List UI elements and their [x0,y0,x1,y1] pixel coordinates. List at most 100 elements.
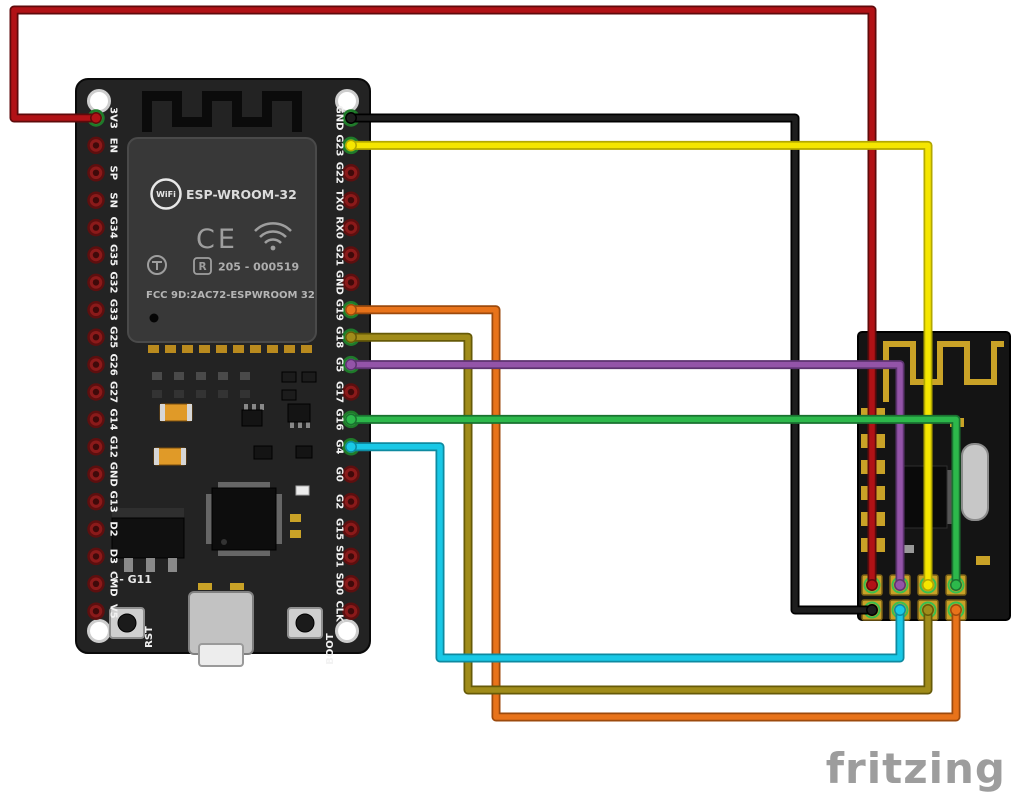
esp32-pin-right-g22[interactable]: G22 [334,162,360,184]
esp32-pin-right-g0[interactable]: G0 [334,465,360,483]
esp32-pin-right-sd0[interactable]: SD0 [334,573,360,596]
pin-label: D3 [108,549,119,564]
wire-end[interactable] [345,112,357,124]
esp32-pin-left-sn[interactable]: SN [87,191,119,209]
boot-button[interactable] [287,607,323,639]
pin-label: TX0 [334,189,345,211]
castellation-pads [148,345,312,353]
mounting-hole [87,89,111,113]
esp32-pin-right-gnd[interactable]: GND [334,270,360,295]
esp32-pin-left-g12[interactable]: G12 [87,436,119,458]
wire-green[interactable] [345,413,962,591]
esp32-pin-left-v5[interactable]: V5 [87,602,119,620]
pin-label: V5 [108,604,119,619]
esp32-pin-left-g32[interactable]: G32 [87,271,119,294]
esp32-pin-left-g13[interactable]: G13 [87,491,119,513]
wire-end[interactable] [866,604,878,616]
esp32-shield: WiFi ESP-WROOM-32 CE R 205 - 000519 FCC … [127,137,317,343]
wire-yellow[interactable] [345,139,934,591]
shield-dot [149,313,159,323]
esp32-pin-right-rx0[interactable]: RX0 [334,216,360,239]
wire-red[interactable] [9,5,878,591]
wire-purple[interactable] [345,358,906,591]
pin-label: EN [108,138,119,153]
wire-end[interactable] [894,579,906,591]
wire-end[interactable] [90,112,102,124]
pin-label: G14 [108,408,119,430]
boot-label: BOOT [325,633,336,665]
pin-label: G19 [334,299,345,321]
wire-end[interactable] [894,604,906,616]
r-mark-box [193,257,212,275]
pin-label: G2 [334,494,345,509]
esp32-pin-left-g35[interactable]: G35 [87,244,119,266]
wire-orange[interactable] [345,303,962,722]
pin-label: G18 [334,326,345,348]
esp32-pin-left-d2[interactable]: D2 [87,520,119,538]
pin-label: SD0 [334,573,345,596]
smd-pad [290,514,301,522]
esp32-pin-right-g15[interactable]: G15 [334,518,360,540]
pin-label: G32 [108,271,119,293]
pin-label: GND [334,270,345,295]
esp32-pin-left-g27[interactable]: G27 [87,381,119,403]
wire-end[interactable] [345,413,357,426]
nrf24-module[interactable] [857,331,1011,621]
wire-olive[interactable] [345,331,934,695]
pin-label: GND [334,106,345,131]
esp32-pin-left-en[interactable]: EN [87,136,119,155]
wire-end[interactable] [866,579,878,591]
wire-end[interactable] [950,579,962,591]
fritzing-watermark: fritzing [826,744,1006,793]
pin-label: G25 [108,326,119,348]
wire-end[interactable] [950,604,962,616]
mounting-hole [335,619,359,643]
esp32-pin-left-g34[interactable]: G34 [87,217,119,239]
pin-label: SD1 [334,545,345,568]
wire-end[interactable] [922,579,934,591]
esp32-pin-right-clk[interactable]: CLK [334,600,360,623]
pin-label: G13 [108,491,119,513]
esp32-pin-left-sp[interactable]: SP [87,164,119,182]
wire-end[interactable] [922,604,934,616]
esp32-pin-right-tx0[interactable]: TX0 [334,189,360,211]
pin-label: G33 [108,299,119,321]
wire-cyan[interactable] [345,440,906,663]
pin-label: G21 [334,244,345,266]
esp32-pin-right-g21[interactable]: G21 [334,244,360,266]
esp32-pin-right-sd1[interactable]: SD1 [334,545,360,568]
micro-usb-connector [188,583,254,667]
esp32-pin-left-g33[interactable]: G33 [87,299,119,321]
pin-label: SN [108,192,119,208]
esp32-pin-left-g25[interactable]: G25 [87,326,119,348]
wire-end[interactable] [345,331,357,344]
esp32-pin-right-g17[interactable]: G17 [334,381,360,403]
wire-end[interactable] [345,303,357,316]
esp32-board[interactable]: c WiFi ESP-WROOM-32 CE R 205 - [75,78,371,667]
esp32-pin-left-gnd[interactable]: GND [87,462,119,487]
led [295,485,310,496]
rst-label: RST [144,626,155,648]
esp32-pin-left-g26[interactable]: G26 [87,354,119,376]
pin-label: G34 [108,217,119,239]
esp32-pin-left-cmd[interactable]: CMD [87,571,119,597]
pin-label: G22 [334,162,345,184]
pin-label: G35 [108,244,119,266]
esp32-pin-left-g14[interactable]: G14 [87,408,119,431]
pin-label: GND [108,462,119,487]
wire-end[interactable] [345,139,357,152]
pin-label: G27 [108,381,119,403]
esp32-pin-left-d3[interactable]: D3 [87,547,119,566]
rst-button[interactable] [109,607,145,639]
wifi-logo-icon [150,178,182,210]
pin-label: G16 [334,408,345,430]
smd-pad [902,545,914,553]
wire-end[interactable] [345,358,357,371]
pin-label: G23 [334,134,345,156]
wire-end[interactable] [345,440,357,453]
pin-label: G4 [334,439,345,454]
esp32-pin-right-g2[interactable]: G2 [334,492,360,511]
pin-label: D2 [108,521,119,536]
